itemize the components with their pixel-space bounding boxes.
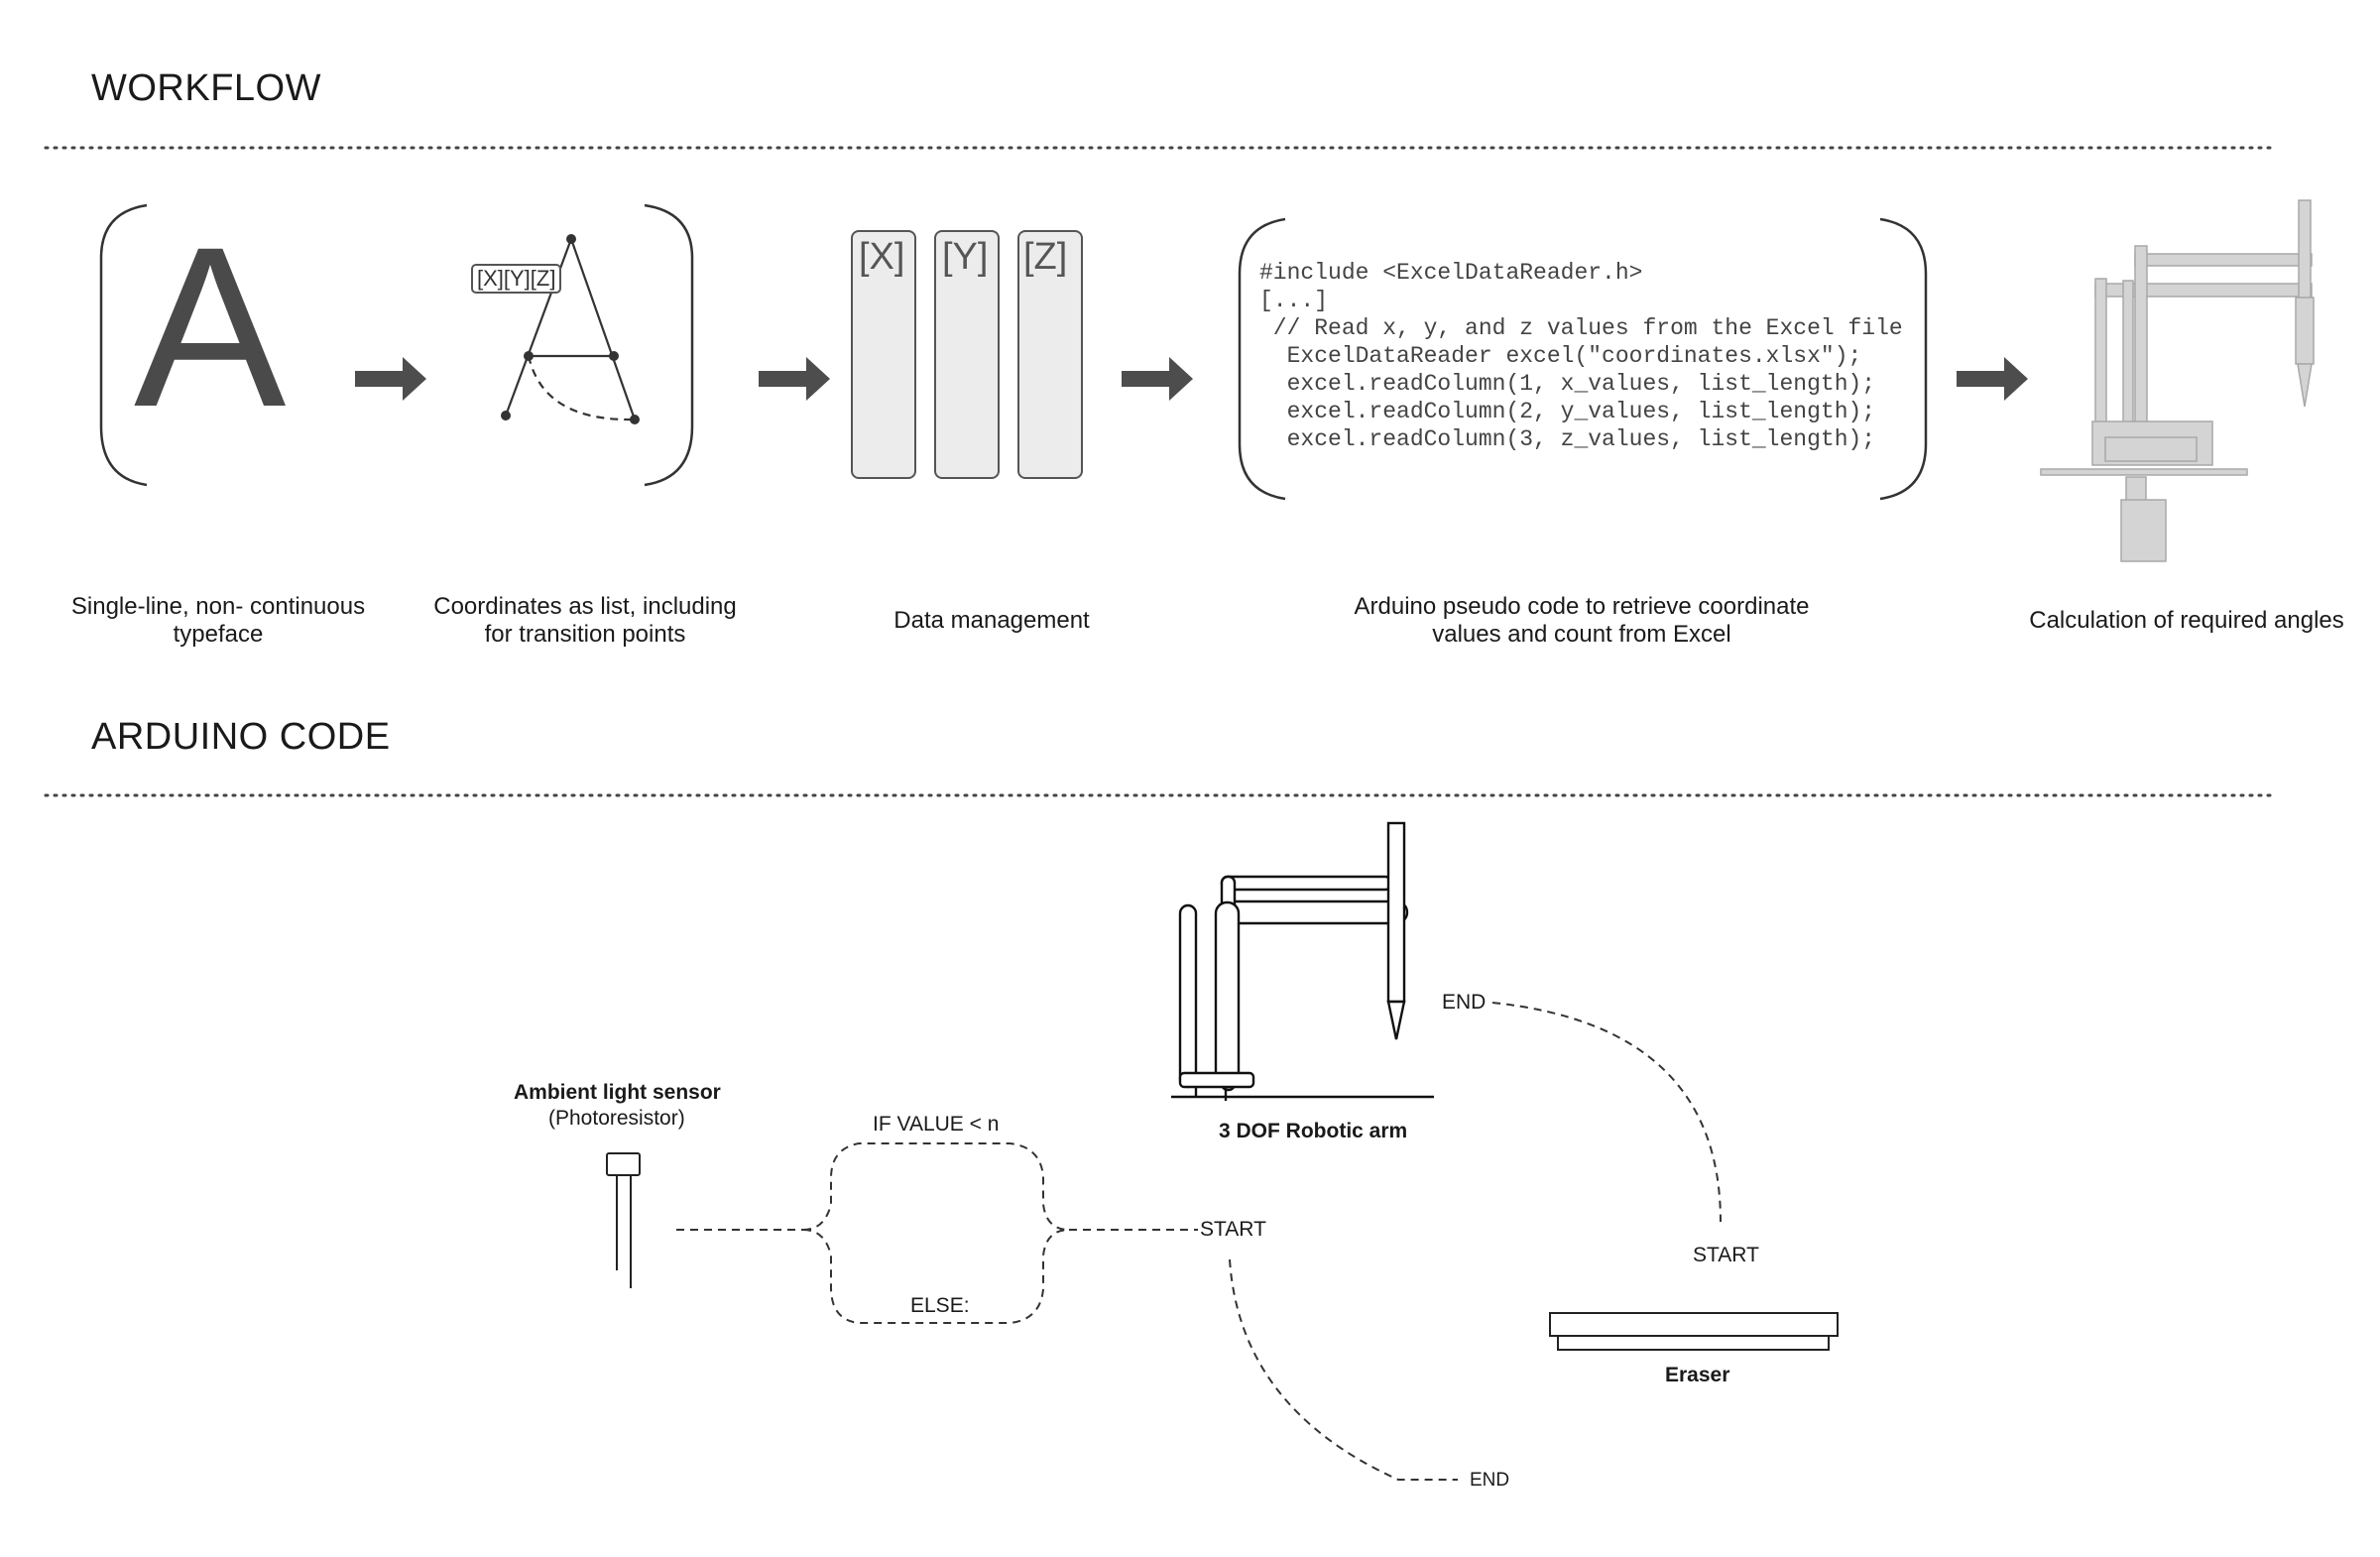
robotic-arm-lineart — [1171, 821, 1434, 1101]
code-line-7: excel.readColumn(3, z_values, list_lengt… — [1259, 426, 1876, 452]
flow-arrow-4 — [1957, 357, 2028, 401]
code-line-1: #include <ExcelDataReader.h> — [1259, 260, 1643, 286]
caption-coordinates: Coordinates as list, including for trans… — [433, 593, 737, 648]
typeface-letter-a: A — [134, 199, 287, 454]
left-group-open-bracket — [99, 203, 148, 487]
caption-arduino-code: Arduino pseudo code to retrieve coordina… — [1354, 593, 1810, 648]
arduino-heading: ARDUINO CODE — [91, 716, 391, 758]
left-group-close-bracket — [644, 203, 694, 487]
end-label-top: END — [1442, 991, 1487, 1014]
caption-typeface: Single-line, non- continuous typeface — [70, 593, 366, 648]
code-line-5: excel.readColumn(1, x_values, list_lengt… — [1259, 371, 1876, 397]
code-open-bracket — [1238, 217, 1286, 501]
flow-arrow-3 — [1122, 357, 1193, 401]
flow-arrow-2 — [759, 357, 830, 401]
caption-data-management: Data management — [893, 607, 1090, 634]
code-line-3: // Read x, y, and z values from the Exce… — [1259, 315, 1903, 341]
dashed-connectors — [676, 1002, 1722, 1481]
coordinate-points — [501, 234, 640, 424]
robotic-arm-render — [2040, 199, 2315, 562]
code-line-2: [...] — [1259, 288, 1329, 313]
start-label-eraser: START — [1693, 1244, 1759, 1266]
robotic-arm-label: 3 DOF Robotic arm — [1219, 1120, 1408, 1142]
flow-arrow-1 — [355, 357, 426, 401]
data-column-z — [1017, 230, 1083, 479]
caption-angles: Calculation of required angles — [2029, 607, 2344, 634]
column-header-y: [Y] — [942, 236, 989, 278]
eraser-label: Eraser — [1665, 1364, 1730, 1386]
photoresistor-symbol — [606, 1152, 641, 1288]
coordinate-tag: [X][Y][Z] — [471, 264, 562, 294]
code-close-bracket — [1879, 217, 1928, 501]
code-line-6: excel.readColumn(2, y_values, list_lengt… — [1259, 399, 1876, 424]
data-column-y — [934, 230, 1000, 479]
column-header-z: [Z] — [1023, 236, 1068, 278]
start-label-main: START — [1200, 1218, 1266, 1241]
column-header-x: [X] — [859, 236, 905, 278]
end-label-bottom: END — [1470, 1470, 1510, 1491]
else-label: ELSE: — [910, 1294, 970, 1317]
sensor-subtitle: (Photoresistor) — [548, 1107, 685, 1130]
workflow-heading: WORKFLOW — [91, 67, 321, 109]
code-line-4: ExcelDataReader excel("coordinates.xlsx"… — [1259, 343, 1862, 369]
if-condition-label: IF VALUE < n — [873, 1113, 1000, 1136]
sensor-title: Ambient light sensor — [514, 1081, 721, 1104]
eraser-symbol — [1549, 1312, 1839, 1351]
data-column-x — [851, 230, 916, 479]
